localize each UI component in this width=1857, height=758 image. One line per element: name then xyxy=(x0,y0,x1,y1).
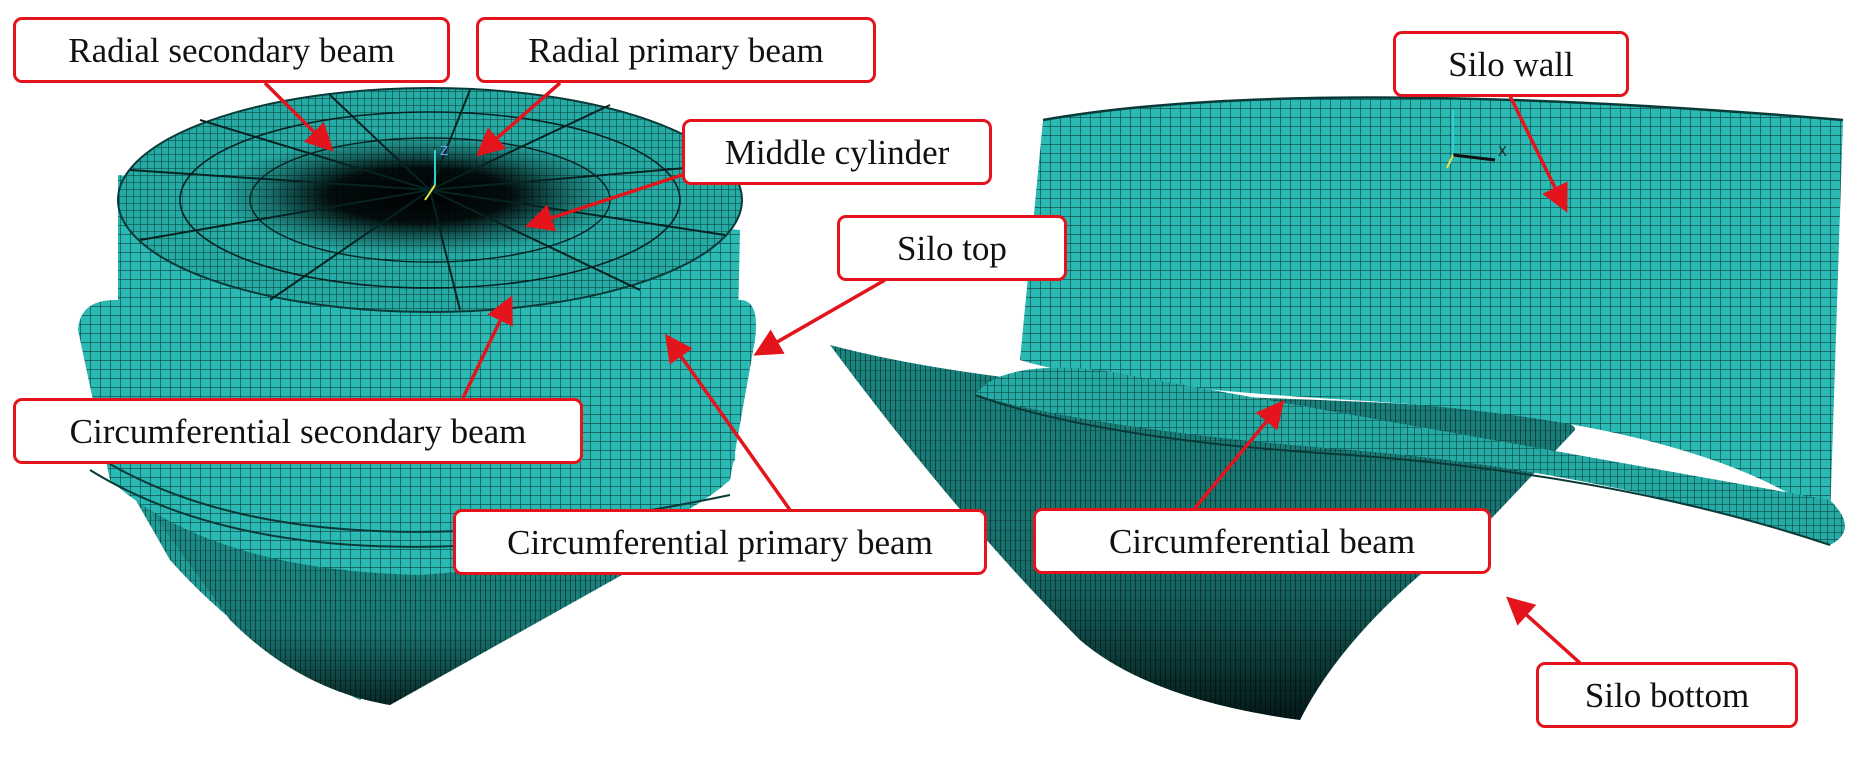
label-radial-secondary-beam: Radial secondary beam xyxy=(13,17,450,83)
right-silo-model: X xyxy=(830,96,1845,720)
arrow-silo-bottom xyxy=(1506,596,1582,665)
left-silo-model: Z xyxy=(78,87,756,705)
arrow-radial-secondary-beam xyxy=(263,81,334,152)
arrow-silo-wall xyxy=(1508,95,1568,213)
label-middle-cylinder-text: Middle cylinder xyxy=(724,132,950,172)
arrow-circumferential-secondary-beam xyxy=(461,295,513,399)
left-top-radial-beams xyxy=(129,89,726,311)
label-circumferential-primary-beam: Circumferential primary beam xyxy=(453,509,987,575)
callout-arrows xyxy=(263,81,1582,665)
arrow-circumferential-beam xyxy=(1193,399,1285,510)
arrow-silo-top xyxy=(753,278,886,356)
right-axis-triad: X xyxy=(1446,110,1507,169)
label-radial-primary-beam-text: Radial primary beam xyxy=(528,30,824,70)
right-silo-wall xyxy=(1020,97,1843,520)
label-silo-bottom-text: Silo bottom xyxy=(1584,675,1750,715)
label-middle-cylinder: Middle cylinder xyxy=(682,119,992,185)
label-circumferential-beam-text: Circumferential beam xyxy=(1108,521,1416,561)
label-circumferential-primary-beam-text: Circumferential primary beam xyxy=(507,522,933,562)
label-silo-bottom: Silo bottom xyxy=(1536,662,1798,728)
left-triad-label: Z xyxy=(440,144,448,158)
label-silo-wall-text: Silo wall xyxy=(1448,44,1574,84)
label-silo-top-text: Silo top xyxy=(897,228,1007,268)
label-radial-primary-beam: Radial primary beam xyxy=(476,17,876,83)
label-radial-secondary-beam-text: Radial secondary beam xyxy=(68,30,395,70)
arrow-radial-primary-beam xyxy=(476,81,562,157)
label-silo-wall: Silo wall xyxy=(1393,31,1629,97)
label-silo-top: Silo top xyxy=(837,215,1067,281)
label-circumferential-secondary-beam-text: Circumferential secondary beam xyxy=(69,411,527,451)
right-silo-flange xyxy=(975,367,1845,545)
arrow-circumferential-primary-beam xyxy=(664,333,792,512)
arrow-middle-cylinder xyxy=(525,173,683,232)
label-circumferential-beam: Circumferential beam xyxy=(1033,508,1491,574)
right-triad-label: X xyxy=(1498,145,1507,160)
label-circumferential-secondary-beam: Circumferential secondary beam xyxy=(13,398,583,464)
left-axis-triad: Z xyxy=(424,144,448,201)
